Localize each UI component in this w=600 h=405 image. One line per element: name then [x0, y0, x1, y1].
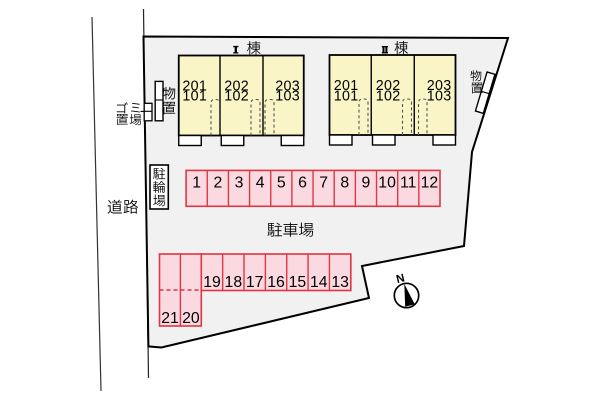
svg-text:203: 203 [275, 78, 300, 94]
svg-text:10: 10 [378, 174, 396, 191]
svg-text:201: 201 [334, 78, 359, 94]
svg-text:202: 202 [224, 78, 249, 94]
svg-text:103: 103 [275, 89, 300, 105]
svg-text:103: 103 [427, 88, 452, 104]
svg-text:1: 1 [192, 174, 201, 191]
svg-text:14: 14 [310, 274, 328, 291]
svg-text:3: 3 [235, 174, 244, 191]
svg-text:7: 7 [319, 174, 328, 191]
svg-text:2: 2 [213, 174, 222, 191]
svg-text:20: 20 [182, 310, 200, 327]
svg-text:202: 202 [376, 78, 401, 94]
svg-text:8: 8 [340, 174, 349, 191]
svg-text:101: 101 [334, 88, 359, 104]
svg-text:19: 19 [203, 274, 221, 291]
svg-text:9: 9 [362, 174, 371, 191]
svg-text:203: 203 [427, 78, 452, 94]
svg-text:11: 11 [400, 174, 417, 191]
svg-text:N: N [395, 272, 406, 286]
svg-text:21: 21 [161, 310, 179, 327]
svg-text:6: 6 [298, 174, 307, 191]
svg-text:18: 18 [225, 274, 243, 291]
svg-text:201: 201 [182, 78, 207, 94]
svg-text:13: 13 [331, 274, 349, 291]
svg-text:15: 15 [289, 274, 307, 291]
svg-text:16: 16 [267, 274, 285, 291]
svg-text:17: 17 [246, 274, 264, 291]
svg-text:12: 12 [421, 174, 439, 191]
svg-text:102: 102 [224, 89, 249, 105]
svg-text:102: 102 [376, 88, 401, 104]
svg-text:101: 101 [182, 89, 207, 105]
svg-text:4: 4 [256, 174, 265, 191]
svg-text:5: 5 [277, 174, 286, 191]
